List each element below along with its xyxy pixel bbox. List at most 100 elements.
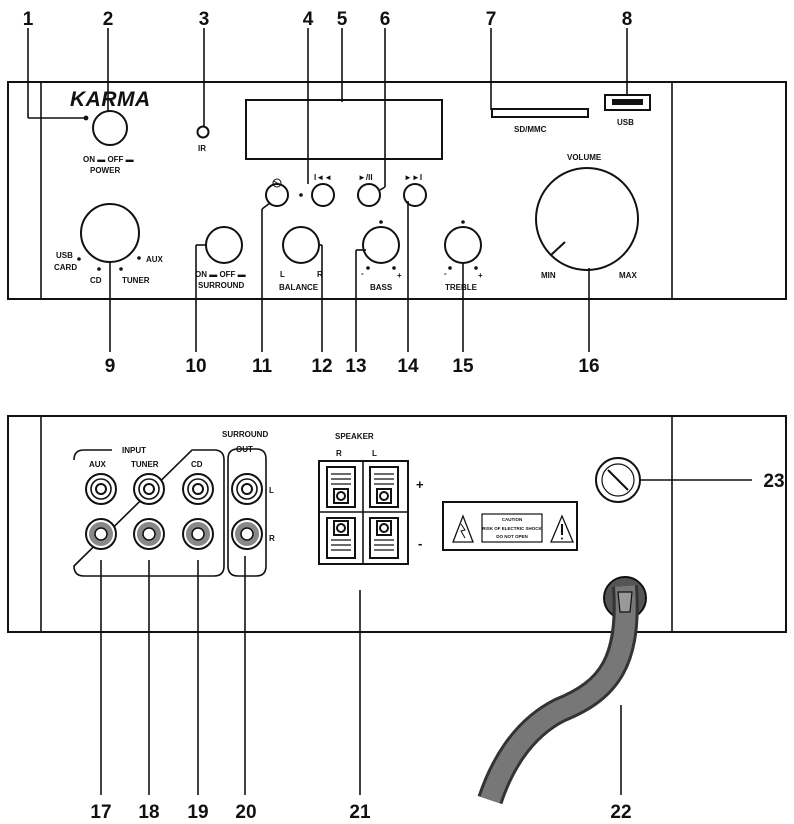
callout-2: 2 bbox=[103, 9, 114, 30]
surround-on-off-label: ON ▬ OFF ▬ bbox=[195, 270, 246, 279]
rear-leader-lines bbox=[100, 479, 752, 795]
usb-port-slot bbox=[612, 99, 643, 105]
bass-max-dot bbox=[392, 266, 396, 270]
speaker-terminal-r-plus[interactable] bbox=[326, 466, 356, 508]
electric-shock-warning-icon bbox=[452, 514, 474, 543]
balance-l-label: L bbox=[280, 270, 285, 279]
callout-12: 12 bbox=[311, 356, 332, 377]
balance-r-label: R bbox=[317, 270, 323, 279]
callout-23: 23 bbox=[763, 471, 784, 492]
fuse-holder[interactable] bbox=[595, 457, 641, 503]
callout-16: 16 bbox=[578, 356, 599, 377]
treble-max-dot bbox=[474, 266, 478, 270]
callout-21: 21 bbox=[349, 802, 371, 823]
brand-logo: KARMA bbox=[70, 88, 151, 111]
surround-out-l-label: L bbox=[269, 486, 274, 495]
callout-11: 11 bbox=[252, 356, 273, 377]
input-aux-label: AUX bbox=[89, 460, 107, 469]
source-usb-label: USB bbox=[56, 251, 73, 260]
source-card-label: CARD bbox=[54, 263, 77, 272]
power-cord-strain-relief bbox=[617, 591, 633, 613]
radio-icon bbox=[272, 178, 282, 188]
rear-panel: INPUT AUX TUNER CD SURROUND OUT L R bbox=[7, 415, 787, 633]
callout-20: 20 bbox=[235, 802, 256, 823]
speaker-l-label: L bbox=[372, 449, 377, 458]
prev-icon: I◄◄ bbox=[314, 173, 332, 182]
callout-1: 1 bbox=[23, 9, 34, 30]
rca-surround-left[interactable] bbox=[231, 473, 263, 505]
callout-4: 4 bbox=[303, 9, 314, 30]
callout-18: 18 bbox=[138, 802, 159, 823]
balance-knob[interactable] bbox=[282, 226, 320, 264]
balance-center-dot bbox=[299, 193, 303, 197]
front-leader-lines bbox=[27, 28, 628, 352]
speaker-terminal-l-minus[interactable] bbox=[369, 517, 399, 559]
speaker-label: SPEAKER bbox=[335, 432, 374, 441]
source-cd-label: CD bbox=[90, 276, 102, 285]
surround-out-label-1: SURROUND bbox=[222, 430, 268, 439]
power-button[interactable] bbox=[92, 110, 128, 146]
ir-label: IR bbox=[198, 144, 206, 153]
callout-8: 8 bbox=[622, 9, 633, 30]
next-button[interactable] bbox=[403, 183, 427, 207]
next-icon: ►►I bbox=[404, 173, 422, 182]
source-selector-knob[interactable] bbox=[80, 203, 140, 263]
bass-minus-label: - bbox=[361, 269, 364, 278]
input-group-frame bbox=[73, 449, 225, 577]
rca-cd-right[interactable] bbox=[182, 518, 214, 550]
source-tuner-dot bbox=[119, 267, 123, 271]
callout-14: 14 bbox=[397, 356, 419, 377]
speaker-plus-label: + bbox=[416, 477, 424, 492]
speaker-terminal-l-plus[interactable] bbox=[369, 466, 399, 508]
rca-aux-left[interactable] bbox=[85, 473, 117, 505]
source-aux-dot bbox=[137, 256, 141, 260]
treble-knob[interactable] bbox=[444, 226, 482, 264]
surround-button[interactable] bbox=[205, 226, 243, 264]
power-led bbox=[83, 115, 89, 121]
front-panel: KARMA ON ▬ OFF ▬ POWER IR SD/MMC USB I◄◄… bbox=[7, 81, 787, 300]
rca-tuner-left[interactable] bbox=[133, 473, 165, 505]
play-pause-button[interactable] bbox=[357, 183, 381, 207]
risk-text: RISK OF ELECTRIC SHOCK bbox=[482, 526, 542, 531]
caution-label: CAUTION RISK OF ELECTRIC SHOCK DO NOT OP… bbox=[442, 501, 578, 551]
rca-tuner-right[interactable] bbox=[133, 518, 165, 550]
sd-mmc-label: SD/MMC bbox=[514, 125, 547, 134]
do-not-open-text: DO NOT OPEN bbox=[496, 534, 528, 539]
callout-13: 13 bbox=[345, 356, 366, 377]
surround-out-r-label: R bbox=[269, 534, 275, 543]
callout-3: 3 bbox=[199, 9, 210, 30]
rear-callouts: 17 18 19 20 21 22 23 bbox=[90, 471, 784, 823]
source-tuner-label: TUNER bbox=[122, 276, 150, 285]
prev-button[interactable] bbox=[311, 183, 335, 207]
bass-label: BASS bbox=[370, 283, 393, 292]
speaker-minus-label: - bbox=[418, 536, 422, 551]
speaker-r-label: R bbox=[336, 449, 342, 458]
callout-6: 6 bbox=[380, 9, 391, 30]
rca-cd-left[interactable] bbox=[182, 473, 214, 505]
callout-7: 7 bbox=[486, 9, 497, 30]
rca-aux-right[interactable] bbox=[85, 518, 117, 550]
volume-label: VOLUME bbox=[567, 153, 602, 162]
source-usb-dot bbox=[77, 257, 81, 261]
rca-surround-right[interactable] bbox=[231, 518, 263, 550]
bass-knob[interactable] bbox=[362, 226, 400, 264]
usb-label: USB bbox=[617, 118, 634, 127]
exclamation-warning-icon bbox=[550, 514, 574, 543]
sd-card-slot[interactable] bbox=[491, 108, 589, 118]
source-cd-dot bbox=[97, 267, 101, 271]
caution-text: CAUTION bbox=[502, 517, 523, 522]
callout-15: 15 bbox=[452, 356, 474, 377]
display-window bbox=[245, 99, 443, 160]
treble-plus-label: + bbox=[478, 271, 483, 280]
callout-22: 22 bbox=[610, 802, 631, 823]
radio-button[interactable] bbox=[265, 183, 289, 207]
volume-indicator bbox=[550, 241, 566, 256]
speaker-terminal-r-minus[interactable] bbox=[326, 517, 356, 559]
input-label: INPUT bbox=[122, 446, 146, 455]
treble-label: TREBLE bbox=[445, 283, 478, 292]
balance-label: BALANCE bbox=[279, 283, 319, 292]
callout-10: 10 bbox=[185, 356, 206, 377]
callout-17: 17 bbox=[90, 802, 111, 823]
callout-5: 5 bbox=[337, 9, 348, 30]
callout-9: 9 bbox=[105, 356, 116, 377]
